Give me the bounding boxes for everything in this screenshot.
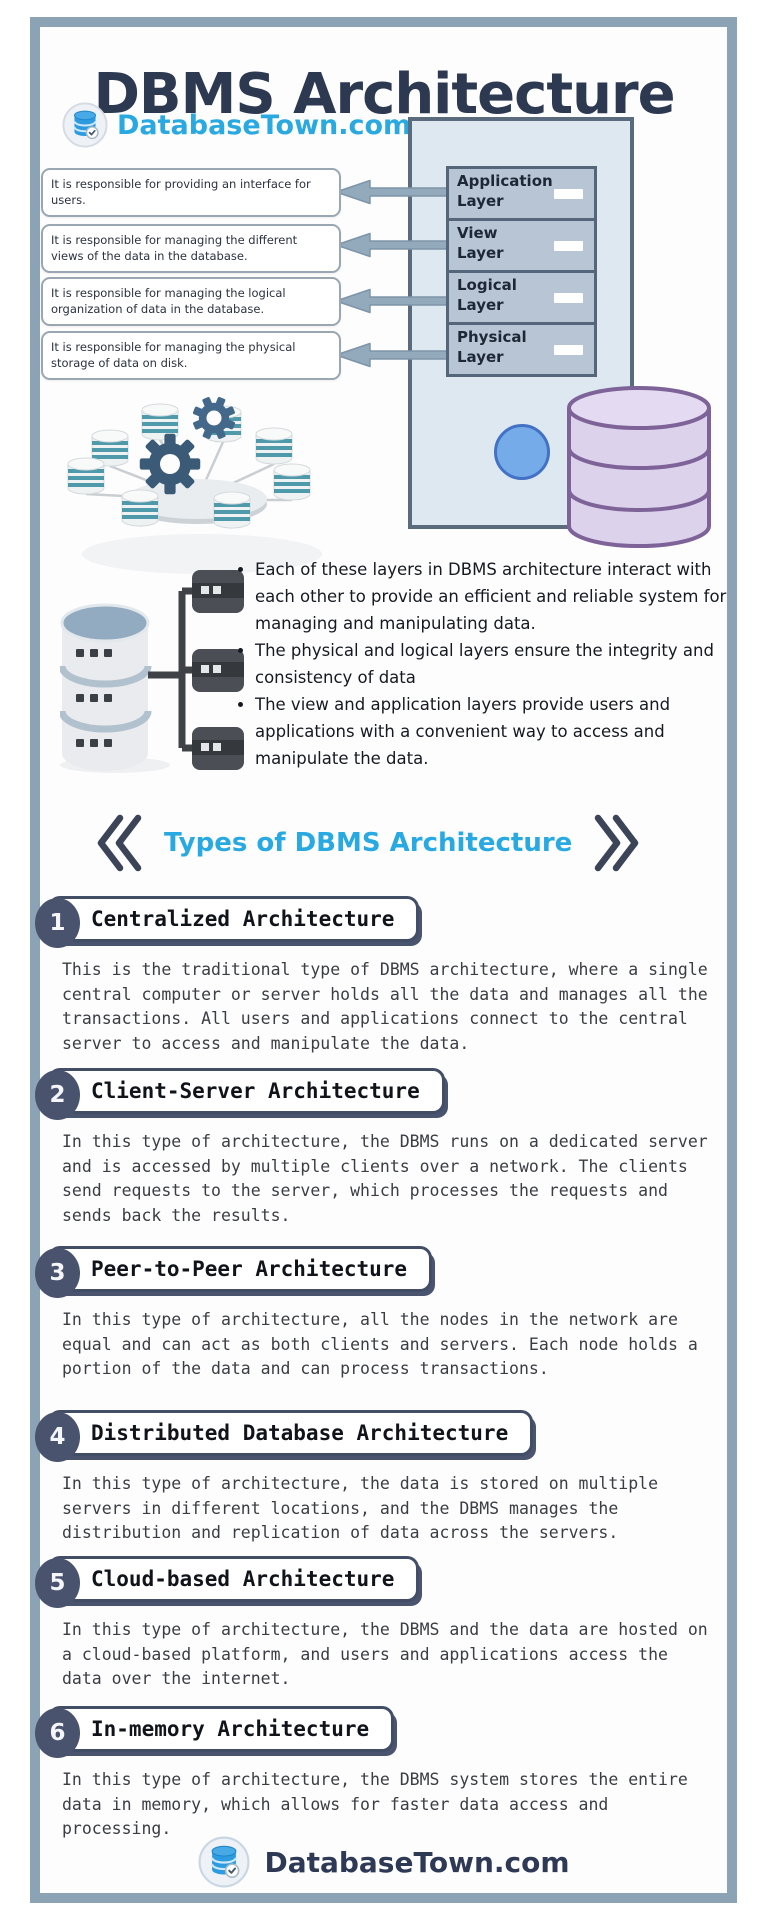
type-description: In this type of architecture, the data i… [62, 1474, 659, 1542]
key-point: Each of these layers in DBMS architectur… [255, 556, 755, 637]
type-number-badge: 2 [35, 1070, 80, 1120]
type-title-pill: 2 Client-Server Architecture [35, 1068, 445, 1120]
type-title-pill: 5 Cloud-based Architecture [35, 1556, 420, 1608]
database-cylinder-icon [567, 386, 711, 548]
type-title: Client-Server Architecture [91, 1079, 420, 1103]
type-title-pill: 3 Peer-to-Peer Architecture [35, 1246, 433, 1298]
type-section-distributed: 4 Distributed Database Architecture In t… [35, 1410, 738, 1546]
gear-icon [139, 389, 243, 495]
page-title: DBMS Architecture [93, 61, 675, 127]
type-section-client-server: 2 Client-Server Architecture In this typ… [35, 1068, 738, 1228]
layer-logical: Logical Layer [446, 270, 597, 325]
key-point: The physical and logical layers ensure t… [255, 637, 755, 691]
server-icon [192, 727, 244, 770]
double-chevron-left-icon [97, 814, 142, 872]
layer-stack: Application Layer View Layer Logical Lay… [446, 166, 597, 377]
layer-label: Logical Layer [457, 276, 517, 314]
layer-tab [554, 293, 583, 303]
server-icon [192, 570, 244, 613]
layer-tab [554, 241, 583, 251]
type-section-peer-to-peer: 3 Peer-to-Peer Architecture In this type… [35, 1246, 738, 1382]
header-brand-text: DatabaseTown.com [117, 109, 412, 141]
type-number-badge: 1 [35, 898, 80, 948]
type-section-in-memory: 6 In-memory Architecture In this type of… [35, 1706, 738, 1842]
type-title: Distributed Database Architecture [91, 1421, 509, 1445]
type-title: Peer-to-Peer Architecture [91, 1257, 408, 1281]
header-brand: DatabaseTown.com [62, 102, 411, 148]
type-description: In this type of architecture, the DBMS r… [62, 1132, 708, 1225]
server-icon [192, 649, 244, 692]
type-section-centralized: 1 Centralized Architecture This is the t… [35, 896, 738, 1056]
type-title: Centralized Architecture [91, 907, 395, 931]
type-number-badge: 5 [35, 1558, 80, 1608]
left-arrow-icon [334, 179, 449, 205]
user-node-circle [494, 424, 550, 480]
type-description: This is the traditional type of DBMS arc… [62, 960, 708, 1053]
footer-brand-text: DatabaseTown.com [264, 1845, 570, 1879]
type-description: In this type of architecture, the DBMS a… [62, 1620, 708, 1688]
footer-brand: DatabaseTown.com [0, 1836, 768, 1888]
left-arrow-icon [334, 288, 449, 314]
layer-application: Application Layer [446, 166, 597, 221]
type-title-pill: 1 Centralized Architecture [35, 896, 420, 948]
layer-view: View Layer [446, 218, 597, 273]
type-section-cloud-based: 5 Cloud-based Architecture In this type … [35, 1556, 738, 1692]
callout-physical: It is responsible for managing the physi… [41, 331, 341, 380]
database-check-icon [62, 102, 108, 148]
type-description: In this type of architecture, all the no… [62, 1310, 698, 1378]
layer-tab [554, 189, 583, 199]
database-cluster-icon [67, 389, 322, 574]
type-title: In-memory Architecture [91, 1717, 370, 1741]
type-title-pill: 6 In-memory Architecture [35, 1706, 395, 1758]
callout-application: It is responsible for providing an inter… [41, 168, 341, 217]
type-description: In this type of architecture, the DBMS s… [62, 1770, 688, 1838]
key-points-list: Each of these layers in DBMS architectur… [237, 556, 755, 772]
type-title-pill: 4 Distributed Database Architecture [35, 1410, 534, 1462]
double-chevron-right-icon [595, 814, 639, 872]
layer-label: View Layer [457, 224, 504, 262]
type-title: Cloud-based Architecture [91, 1567, 395, 1591]
types-heading: Types of DBMS Architecture [0, 814, 768, 872]
database-check-icon [198, 1836, 250, 1888]
layer-physical: Physical Layer [446, 322, 597, 377]
layer-label: Application Layer [457, 172, 553, 210]
callout-view: It is responsible for managing the diffe… [41, 224, 341, 273]
type-number-badge: 3 [35, 1248, 80, 1298]
left-arrow-icon [334, 232, 449, 258]
type-number-badge: 4 [35, 1412, 80, 1462]
types-heading-text: Types of DBMS Architecture [164, 828, 573, 858]
layer-tab [554, 345, 583, 355]
type-number-badge: 6 [35, 1708, 80, 1758]
layer-label: Physical Layer [457, 328, 527, 366]
callout-logical: It is responsible for managing the logic… [41, 277, 341, 326]
left-arrow-icon [334, 342, 449, 368]
key-point: The view and application layers provide … [255, 691, 755, 772]
database-servers-icon [60, 570, 244, 773]
